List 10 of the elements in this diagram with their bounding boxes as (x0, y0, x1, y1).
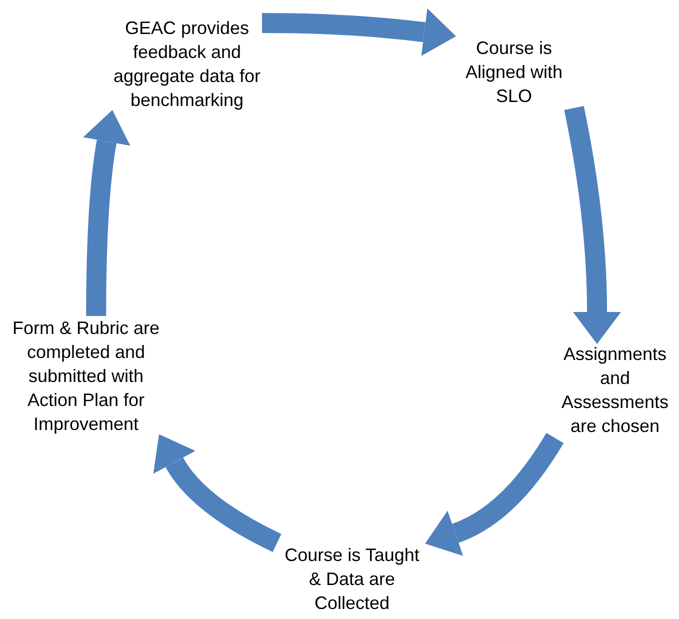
step-label: Course is Aligned with SLO (464, 37, 564, 108)
step-label: Form & Rubric are completed and submitted with Action Plan for Improvement (12, 317, 160, 436)
curved-arrow (262, 8, 456, 56)
curved-arrow (564, 106, 622, 344)
curved-arrow (154, 434, 282, 552)
step-label: Course is Taught & Data are Collected (284, 544, 420, 615)
curved-arrow (426, 432, 564, 556)
curved-arrow (83, 110, 130, 316)
step-label: GEAC provides feedback and aggregate data for benchmarking (112, 17, 262, 112)
step-label: Assignments and Assessments are chosen (560, 343, 670, 438)
